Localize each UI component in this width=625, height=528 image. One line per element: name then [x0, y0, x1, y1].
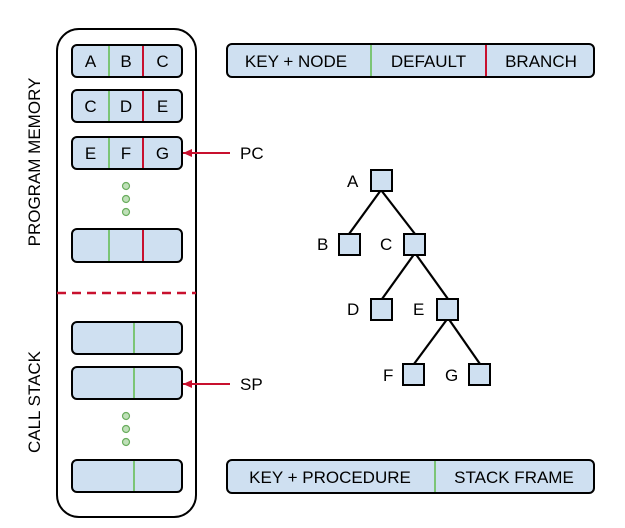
edge-e-f — [413, 317, 449, 365]
sp-pointer: SP — [183, 375, 263, 394]
tree-node-label: D — [347, 300, 359, 319]
tree-node-label: G — [445, 366, 458, 385]
program-memory-row: C D E — [71, 89, 183, 123]
pc-pointer: PC — [183, 144, 264, 163]
tree-node-b: B — [317, 233, 361, 256]
tree-node-f: F — [383, 363, 425, 386]
program-memory-ellipsis — [121, 181, 131, 217]
cell-branch: E — [157, 97, 168, 116]
tree-node-e: E — [413, 298, 459, 321]
edge-c-d — [381, 252, 416, 300]
cell-default: D — [120, 97, 132, 116]
sp-label: SP — [240, 375, 263, 394]
call-stack-row — [71, 321, 183, 355]
call-stack-row — [71, 366, 183, 400]
tree-node-d: D — [347, 298, 393, 321]
cell-branch: C — [156, 52, 168, 71]
tree-node-label: B — [317, 235, 328, 254]
legend-stack-frame: STACK FRAME — [454, 468, 574, 487]
tree-node-a: A — [347, 169, 393, 192]
tree-node-label: E — [413, 300, 424, 319]
program-memory-row: A B C — [71, 44, 183, 78]
legend-program-memory: KEY + NODE DEFAULT BRANCH — [226, 43, 595, 78]
program-memory-label: PROGRAM MEMORY — [25, 78, 44, 247]
cell-default: F — [121, 144, 131, 163]
pc-label: PC — [240, 144, 264, 163]
cell-key: A — [85, 52, 97, 71]
program-memory-row: E F G — [71, 136, 183, 170]
call-stack-label: CALL STACK — [25, 350, 44, 453]
tree-edges — [348, 189, 481, 365]
cell-key: E — [85, 144, 96, 163]
call-stack-row — [71, 459, 183, 493]
legend-call-stack: KEY + PROCEDURE STACK FRAME — [226, 459, 595, 494]
program-memory-row — [71, 228, 183, 263]
tree-node-label: A — [347, 172, 359, 191]
tree-node-g: G — [445, 363, 491, 386]
legend-branch: BRANCH — [505, 52, 577, 71]
cell-key: C — [84, 97, 96, 116]
tree-node-label: C — [380, 235, 392, 254]
cell-default: B — [120, 52, 131, 71]
legend-key-node: KEY + NODE — [245, 52, 347, 71]
legend-default: DEFAULT — [391, 52, 466, 71]
legend-key-procedure: KEY + PROCEDURE — [249, 468, 411, 487]
edge-c-e — [414, 252, 449, 300]
edge-e-g — [447, 317, 481, 365]
tree-node-label: F — [383, 366, 393, 385]
cell-branch: G — [156, 144, 169, 163]
tree-node-c: C — [380, 233, 426, 256]
edge-a-c — [380, 189, 416, 235]
edge-a-b — [348, 189, 382, 235]
call-stack-ellipsis — [121, 411, 131, 447]
